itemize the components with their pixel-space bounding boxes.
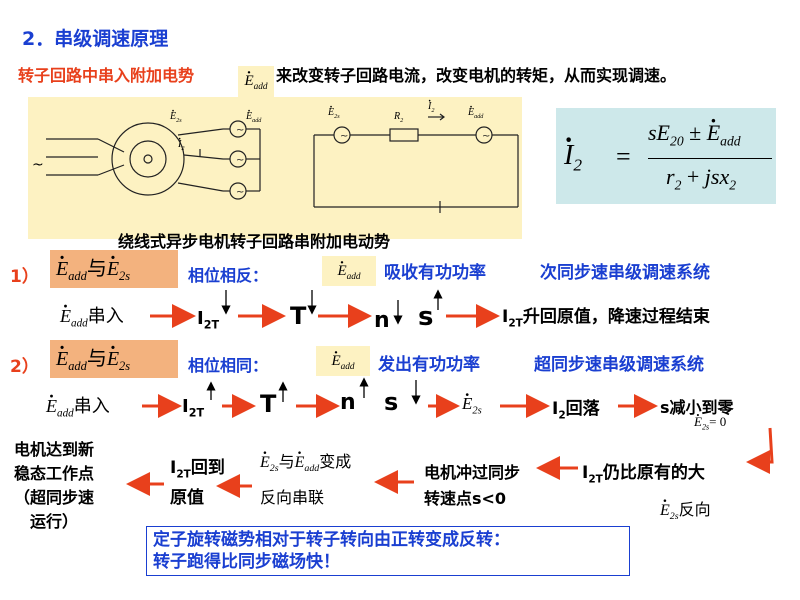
case1-chain-end: I2T升回原值，降速过程结束 <box>502 307 710 330</box>
reverse-series-text: E2s与Eadd变成 反向串联 <box>260 448 351 514</box>
case2-chain-start: Eadd串入 <box>46 392 110 420</box>
diagram-right-e2s: E2s <box>328 107 340 120</box>
case2-chain-n: n <box>340 390 356 415</box>
svg-text:~: ~ <box>236 125 244 136</box>
ac-source-symbol: ~ <box>32 157 44 173</box>
case2-chain-i2-luo: I2回落 <box>552 399 600 422</box>
new-steady-state: 电机达到新稳态工作点 （超同步速运行） <box>14 440 95 531</box>
case2-number: 2） <box>10 357 39 377</box>
rotor-current-formula: I2 = sE20 ± Eadd r2 + jsx2 <box>556 108 776 204</box>
case2-desc2: 超同步速串级调速系统 <box>534 355 704 375</box>
case1-chain-start: Eadd串入 <box>60 302 124 330</box>
i2t-still-larger: I2T仍比原有的大 <box>582 463 705 486</box>
svg-text:~: ~ <box>340 131 348 142</box>
case2-chain-t: T <box>260 390 277 418</box>
diagram-caption: 绕线式异步电机转子回路串附加电动势 <box>118 232 391 251</box>
diagram-label-i2: I2 <box>178 139 184 152</box>
case1-number: 1） <box>10 267 39 287</box>
slide-heading: 2．串级调速原理 <box>22 28 169 50</box>
svg-text:~: ~ <box>236 155 244 166</box>
case2-symbol-box: Eadd与E2s <box>50 340 178 378</box>
e2s-reversed: E2s反向 <box>660 496 711 522</box>
case1-label: 相位相反： <box>188 266 269 285</box>
circuit-drawing: ~ ~ ~ ~ ~ <box>46 113 519 213</box>
case1-eadd-box: Eadd <box>322 256 376 286</box>
cross-sync-speed: 电机冲过同步转速点s<0 <box>424 463 521 508</box>
svg-text:~: ~ <box>482 131 490 142</box>
diagram-label-eadd: Eadd <box>246 111 261 124</box>
diagram-label-e2s: E2s <box>170 111 182 124</box>
case1-chain-n: n <box>374 308 390 333</box>
case2-label: 相位相同： <box>188 356 269 375</box>
svg-text:~: ~ <box>236 187 244 198</box>
intro-post: 来改变转子回路电流，改变电机的转矩，从而实现调速。 <box>276 66 677 85</box>
case1-chain-t: T <box>290 302 307 330</box>
case2-eadd-box: Eadd <box>316 346 370 376</box>
diagram-right-eadd: Eadd <box>468 107 483 120</box>
case1-symbol-box: Eadd与E2s <box>50 250 178 288</box>
intro-pre: 转子回路中串入附加电势 <box>18 66 195 85</box>
case2-chain-e2s: E2s <box>462 394 482 416</box>
case1-chain-s: s <box>418 302 434 332</box>
case2-chain-s: s <box>384 388 399 416</box>
i2t-back-to-original: I2T回到 原值 <box>170 458 225 509</box>
intro-eadd-symbol: Eadd <box>238 66 274 98</box>
case1-desc2: 次同步速串级调速系统 <box>540 263 710 283</box>
case2-e2s-zero: E2s= 0 <box>694 414 726 432</box>
diagram-right-i2: I2 <box>428 101 434 114</box>
case2-desc1: 发出有功功率 <box>378 355 480 375</box>
rotor-circuit-diagram: ~ ~ ~ ~ ~ ~ E2s Eadd I2 E2s R2 I2 Eadd <box>28 97 522 239</box>
diagram-right-r2: R2 <box>394 111 404 124</box>
case2-chain-i2t: I2T <box>182 396 205 420</box>
case1-chain-i2t: I2T <box>197 308 220 332</box>
conclusion-note: 定子旋转磁势相对于转子转向由正转变成反转：转子跑得比同步磁场快！ <box>146 526 630 576</box>
case1-desc1: 吸收有功功率 <box>384 263 486 283</box>
